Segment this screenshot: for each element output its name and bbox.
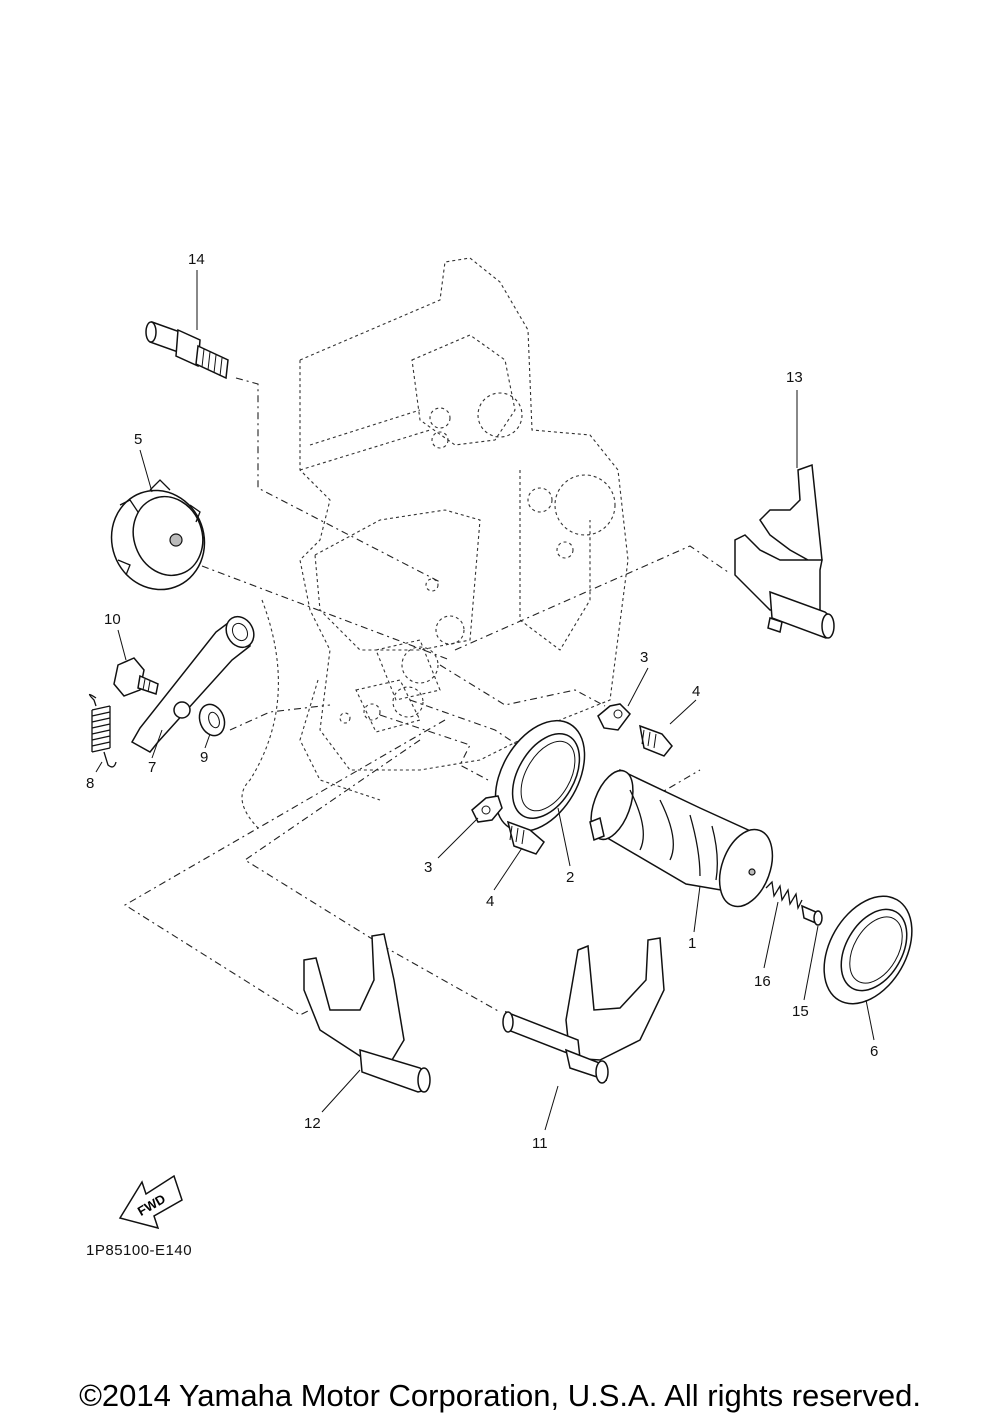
part-3-stopper-upper [597, 703, 631, 731]
callout-13: 13 [786, 369, 803, 386]
part-2-bearing [494, 719, 586, 833]
callout-12: 12 [304, 1115, 321, 1132]
part-3-stopper-lower [471, 795, 503, 823]
crankcase-outline [241, 257, 629, 831]
callout-14: 14 [188, 251, 205, 268]
part-11-shift-fork [502, 937, 665, 1084]
callout-11: 11 [532, 1135, 548, 1152]
part-8-spring [88, 693, 117, 768]
part-1-shift-drum [589, 768, 774, 908]
diagram-code: 1P85100-E140 [86, 1242, 193, 1259]
callout-4-upper: 4 [692, 683, 701, 700]
part-4-screw-lower [506, 820, 545, 855]
part-15-pin [801, 904, 823, 926]
part-6-bearing [823, 895, 913, 1005]
callout-7: 7 [148, 759, 157, 776]
callout-15: 15 [792, 1003, 809, 1020]
part-13-shift-fork [734, 463, 835, 639]
callout-16: 16 [754, 973, 771, 990]
part-5-segment [110, 479, 206, 591]
callout-5: 5 [134, 431, 143, 448]
callout-10: 10 [104, 611, 121, 628]
callout-1: 1 [688, 935, 697, 952]
callout-8: 8 [86, 775, 95, 792]
part-10-bolt [113, 657, 159, 697]
callout-6: 6 [870, 1043, 879, 1060]
part-4-screw-upper [639, 724, 673, 757]
callout-4-lower: 4 [486, 893, 495, 910]
part-7-shift-lever [130, 615, 255, 753]
part-16-spring [765, 880, 803, 911]
assembly-lines [123, 377, 729, 1016]
copyright-notice: ©2014 Yamaha Motor Corporation, U.S.A. A… [79, 1378, 921, 1413]
callout-2: 2 [566, 869, 575, 886]
callout-3-lower: 3 [424, 859, 433, 876]
callout-9: 9 [200, 749, 209, 766]
part-14-stud-bolt [145, 320, 229, 380]
callout-leaders [95, 270, 875, 1131]
fwd-arrow-icon: FWD [118, 1174, 183, 1230]
part-9-washer [198, 703, 226, 737]
callout-3-upper: 3 [640, 649, 649, 666]
part-12-shift-fork [303, 933, 431, 1093]
